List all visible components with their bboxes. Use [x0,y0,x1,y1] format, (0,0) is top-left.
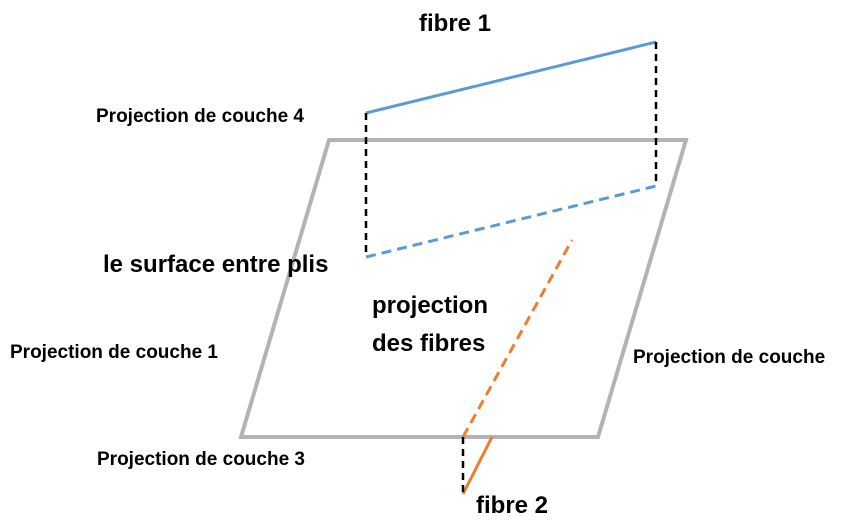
fibre-1-projection-line [365,184,657,259]
fibre-2-line [461,436,494,495]
layer-2-label: Projection de couche [633,347,826,368]
fibre-projection-label-line-2: des fibres [372,330,486,357]
layer-1-label: Projection de couche 1 [10,342,218,363]
interface-plane [238,138,689,439]
fibre-2-projection-line [461,239,574,438]
layer-4-label: Projection de couche 4 [96,106,304,127]
fibre-2-label: fibre 2 [476,492,549,519]
fibre-1-line [365,40,657,115]
fibre-projection-label-line-1: projection [372,292,489,319]
fibre-1-label: fibre 1 [419,10,492,37]
interface-label: le surface entre plis [103,251,329,278]
layer-3-label: Projection de couche 3 [97,449,305,470]
